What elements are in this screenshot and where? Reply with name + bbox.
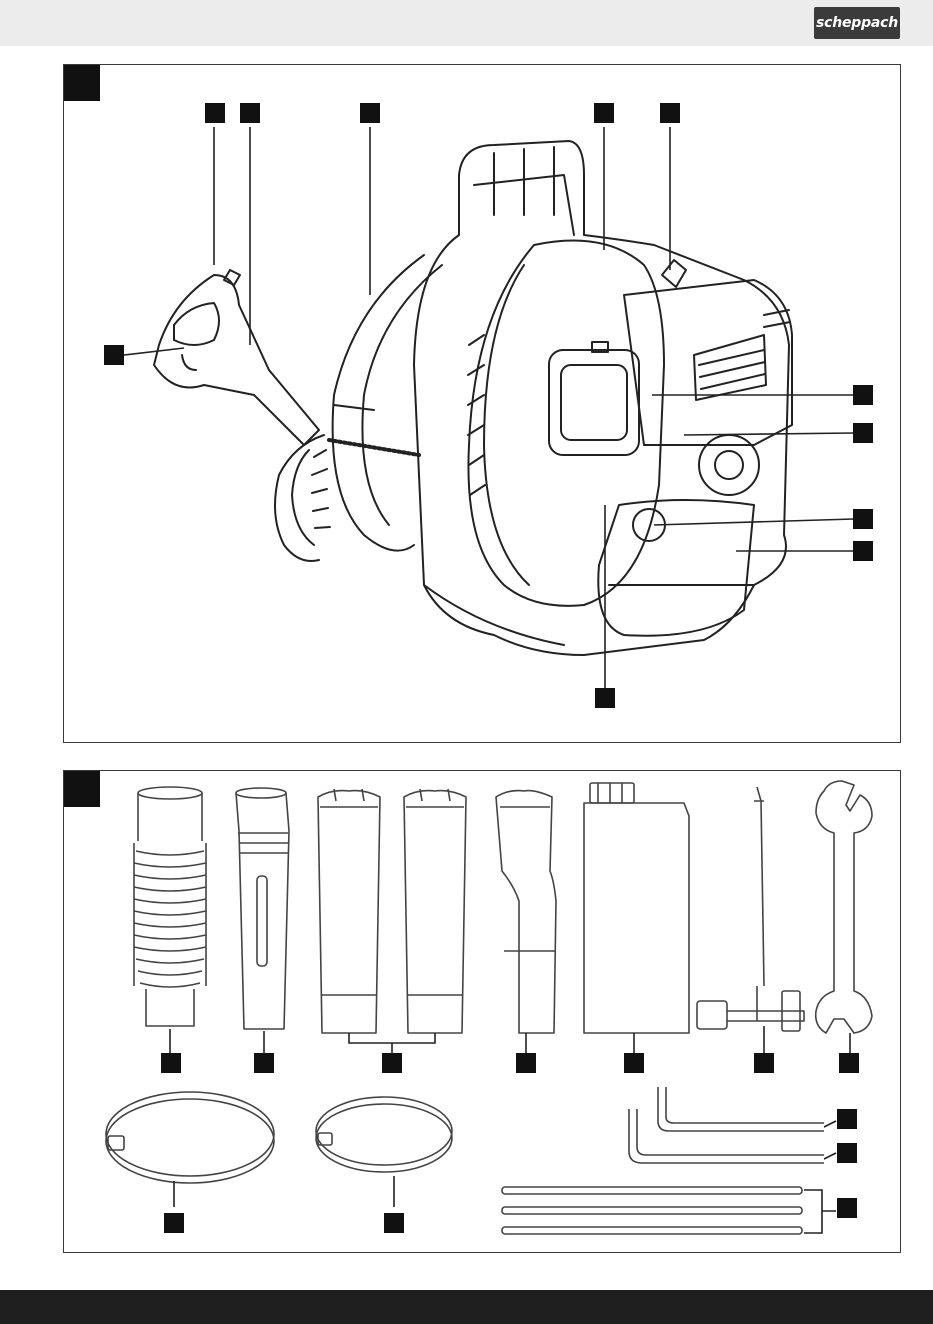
callout-marker <box>384 1213 404 1233</box>
callout-marker <box>837 1198 857 1218</box>
cable-ties-icon <box>502 1187 802 1234</box>
adapter-tube-icon <box>236 788 289 1029</box>
callout-marker <box>853 385 873 405</box>
brand-text: scheppach <box>816 15 898 31</box>
figure-1-panel <box>63 64 901 743</box>
flexible-hose-icon <box>134 787 206 1026</box>
blower-tube-1-icon <box>318 789 380 1033</box>
callout-marker <box>853 541 873 561</box>
callout-marker <box>164 1213 184 1233</box>
callout-marker <box>254 1053 274 1073</box>
callout-marker <box>837 1143 857 1163</box>
accessories-illustration <box>64 771 902 1254</box>
fuel-mixing-bottle-icon <box>584 783 689 1033</box>
header-bar <box>0 0 933 46</box>
brand-logo: scheppach <box>814 7 900 39</box>
open-end-wrench-icon <box>816 781 872 1033</box>
callout-marker <box>853 509 873 529</box>
callout-marker <box>594 103 614 123</box>
callout-marker <box>240 103 260 123</box>
callout-marker <box>754 1053 774 1073</box>
footer-bar <box>0 1290 933 1324</box>
spark-plug-wrench-icon <box>697 787 804 1031</box>
figure-2-panel <box>63 770 901 1253</box>
callout-marker <box>660 103 680 123</box>
callout-marker <box>161 1053 181 1073</box>
callout-marker <box>839 1053 859 1073</box>
allen-key-large-icon <box>658 1087 824 1131</box>
blower-tube-2-icon <box>404 789 466 1033</box>
callout-marker <box>624 1053 644 1073</box>
callout-marker <box>104 345 124 365</box>
hose-clamp-small-icon <box>316 1097 452 1172</box>
callout-marker <box>360 103 380 123</box>
callout-marker <box>853 423 873 443</box>
callout-marker <box>595 688 615 708</box>
hose-clamp-large-icon <box>106 1092 274 1183</box>
callout-marker <box>205 103 225 123</box>
callout-marker <box>837 1109 857 1129</box>
nozzle-tube-icon <box>496 791 556 1033</box>
callout-marker <box>516 1053 536 1073</box>
callout-marker <box>382 1053 402 1073</box>
backpack-blower-illustration <box>64 65 902 744</box>
